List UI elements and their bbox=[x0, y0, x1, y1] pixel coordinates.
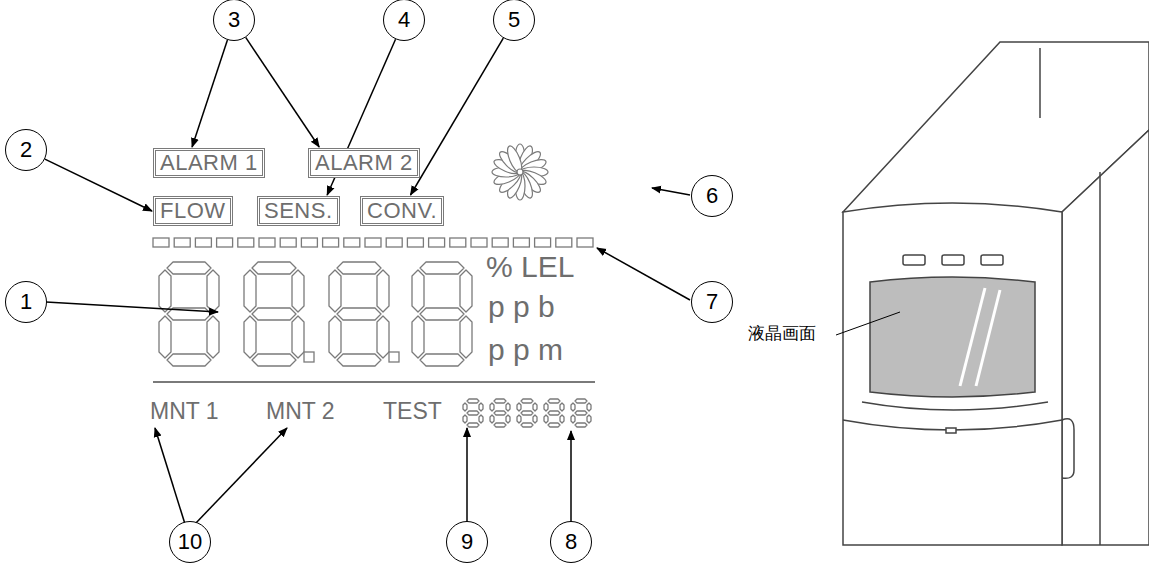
indicator-label: ALARM 1 bbox=[160, 150, 258, 175]
callout-circle: 8 bbox=[550, 521, 592, 563]
divider-line bbox=[153, 381, 595, 383]
status-label: TEST bbox=[383, 398, 442, 424]
callout-circle: 1 bbox=[5, 281, 47, 323]
unit-label: % LEL bbox=[486, 250, 574, 284]
leader-lines bbox=[46, 188, 690, 524]
indicator-label: ALARM 2 bbox=[315, 150, 413, 175]
fan-icon bbox=[492, 144, 548, 200]
callout-number: 9 bbox=[461, 529, 473, 555]
indicator-box: CONV. bbox=[360, 196, 444, 226]
callout-circle: 4 bbox=[383, 0, 425, 41]
callout-circle: 6 bbox=[691, 175, 733, 217]
indicator-box: FLOW bbox=[153, 196, 233, 226]
device-housing bbox=[843, 42, 1149, 545]
bar-graph bbox=[153, 238, 593, 247]
callout-circle: 7 bbox=[691, 281, 733, 323]
status-label: TEST bbox=[383, 398, 442, 425]
seven-segment-small bbox=[463, 399, 591, 427]
indicator-box: SENS. bbox=[257, 196, 340, 226]
callout-number: 10 bbox=[178, 529, 202, 555]
leader-arrow bbox=[192, 40, 227, 147]
status-label: MNT 1 bbox=[150, 398, 219, 425]
callout-circle: 2 bbox=[5, 129, 47, 171]
callout-number: 7 bbox=[706, 289, 718, 315]
status-label: MNT 2 bbox=[266, 398, 335, 424]
indicator-label: SENS. bbox=[264, 198, 333, 223]
screen-glare bbox=[960, 288, 1000, 386]
callout-number: 6 bbox=[706, 183, 718, 209]
indicator-box: ALARM 2 bbox=[308, 148, 420, 178]
unit-label: p p m bbox=[488, 333, 563, 366]
indicator-label: FLOW bbox=[160, 198, 226, 223]
leader-arrow bbox=[45, 159, 152, 211]
callout-circle: 5 bbox=[493, 0, 535, 41]
seven-segment-digits bbox=[159, 262, 472, 366]
unit-label: p p b bbox=[488, 290, 555, 324]
unit-label: p p m bbox=[488, 333, 563, 367]
indicator-box: ALARM 1 bbox=[153, 148, 265, 178]
callout-circle: 3 bbox=[213, 0, 255, 41]
status-label: MNT 1 bbox=[150, 398, 219, 424]
callout-circle: 10 bbox=[169, 521, 211, 563]
callout-number: 5 bbox=[508, 7, 520, 33]
callout-number: 1 bbox=[20, 289, 32, 315]
callout-number: 2 bbox=[20, 137, 32, 163]
indicator-label: CONV. bbox=[367, 198, 437, 223]
callout-number: 3 bbox=[228, 7, 240, 33]
unit-label: % LEL bbox=[486, 250, 574, 283]
leader-line bbox=[836, 312, 900, 335]
part-name: 液晶画面 bbox=[748, 324, 816, 343]
callout-number: 8 bbox=[565, 529, 577, 555]
leader-arrow bbox=[410, 38, 503, 195]
status-label: MNT 2 bbox=[266, 398, 335, 425]
unit-label: p p b bbox=[488, 290, 555, 323]
leader-arrow bbox=[246, 37, 319, 147]
part-name: 液晶画面 bbox=[748, 322, 816, 345]
callout-number: 4 bbox=[398, 7, 410, 33]
callout-circle: 9 bbox=[446, 521, 488, 563]
